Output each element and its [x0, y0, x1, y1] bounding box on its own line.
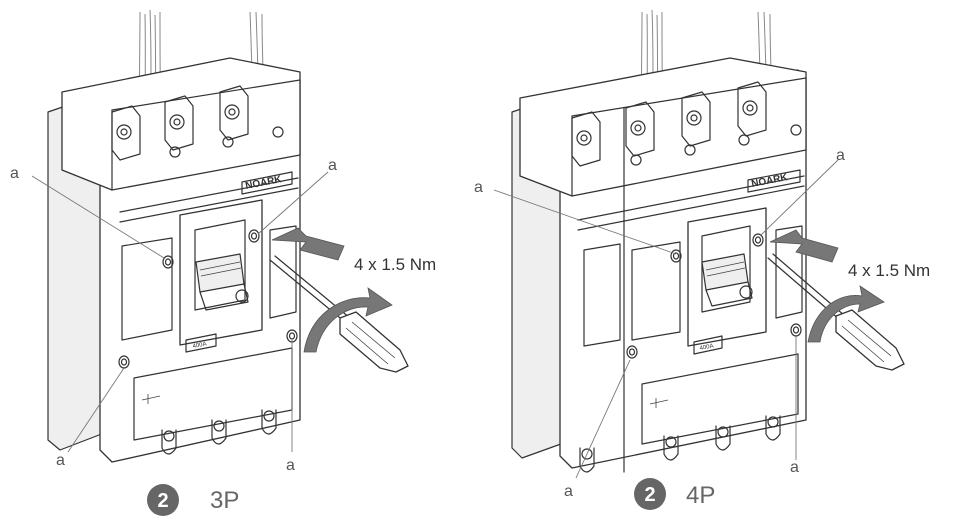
step-number-4p: 2 — [644, 484, 655, 506]
callout-a-lower-right-4p: a — [790, 459, 799, 476]
step-badge-4p — [634, 478, 666, 510]
torque-label-3p: 4 x 1.5 Nm — [354, 255, 436, 274]
callout-a-upper-right-4p: a — [836, 147, 845, 164]
pole-label-3p: 3P — [210, 487, 239, 514]
breaker-3p: NOARK 400A — [10, 9, 436, 516]
callout-a-lower-left-4p: a — [564, 483, 573, 500]
push-arrow-4p — [769, 229, 839, 263]
callout-a-lower-left-3p: a — [56, 452, 65, 469]
callout-a-upper-right-3p: a — [328, 157, 337, 174]
breaker-4p: NOARK 400A — [474, 9, 930, 510]
callout-a-upper-left-3p: a — [10, 165, 19, 182]
rating-label-4p: 400A — [699, 343, 714, 352]
pole-label-4p: 4P — [686, 482, 715, 509]
step-badge-3p — [147, 484, 179, 516]
rotate-arrow-3p — [303, 287, 393, 353]
callout-a-upper-left-4p: a — [474, 179, 483, 196]
push-arrow-3p — [271, 227, 345, 261]
callout-a-lower-right-3p: a — [286, 457, 295, 474]
step-number-3p: 2 — [157, 490, 168, 512]
torque-label-4p: 4 x 1.5 Nm — [848, 261, 930, 280]
rating-label-3p: 400A — [192, 341, 207, 350]
rotate-arrow-4p — [807, 285, 885, 343]
